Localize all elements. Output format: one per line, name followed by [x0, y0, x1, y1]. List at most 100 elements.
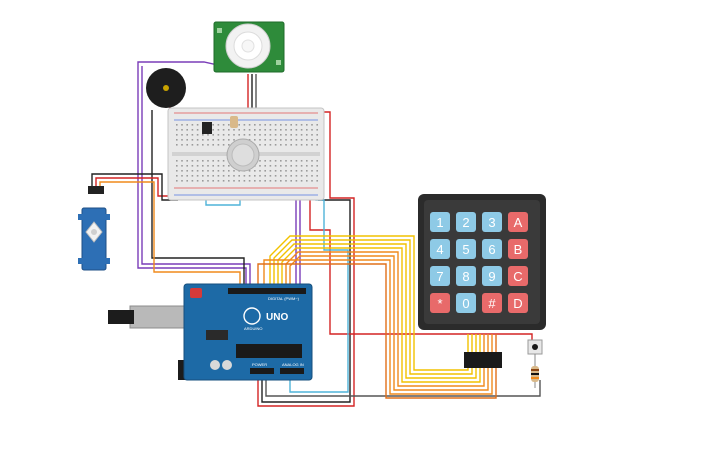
breadboard-hole: [212, 139, 214, 141]
breadboard-hole: [290, 144, 292, 146]
breadboard-hole: [181, 170, 183, 172]
breadboard-hole: [306, 175, 308, 177]
breadboard-hole: [181, 134, 183, 136]
breadboard-hole: [243, 134, 246, 136]
breadboard-hole: [316, 180, 318, 182]
breadboard-hole: [300, 144, 303, 146]
pushbutton[interactable]: [527, 339, 543, 355]
reset-button[interactable]: [190, 288, 202, 298]
gas-sensor-mesh: [231, 143, 255, 167]
breadboard[interactable]: [167, 107, 325, 201]
breadboard-hole: [212, 175, 214, 177]
breadboard-hole: [274, 160, 277, 162]
wire-key-2: [273, 239, 473, 375]
pir-sensor[interactable]: [213, 21, 285, 73]
breadboard-hole: [228, 124, 230, 126]
keypad-key-B[interactable]: [508, 239, 528, 259]
keypad-key-star[interactable]: [430, 293, 450, 313]
keypad-key-label: B: [514, 242, 523, 257]
bb-resistor[interactable]: [230, 116, 238, 128]
breadboard-hole: [280, 170, 282, 172]
breadboard-hole: [290, 170, 292, 172]
analog-header: [280, 368, 304, 374]
keypad-key-1[interactable]: [430, 212, 450, 232]
breadboard-hole: [290, 165, 292, 167]
micro-servo[interactable]: [78, 186, 110, 271]
breadboard-hole: [228, 139, 230, 141]
breadboard-hole: [228, 175, 230, 177]
breadboard-hole: [212, 129, 214, 131]
breadboard-hole: [212, 160, 214, 162]
breadboard-hole: [238, 175, 240, 177]
keypad-key-5[interactable]: [456, 239, 476, 259]
keypad-key-2[interactable]: [456, 212, 476, 232]
transistor[interactable]: [202, 122, 212, 134]
wire-servo-red: [95, 177, 178, 197]
breadboard-hole: [285, 160, 287, 162]
breadboard-hole: [269, 170, 272, 172]
resistor-band-3: [531, 377, 539, 379]
keypad-key-C[interactable]: [508, 266, 528, 286]
breadboard-hole: [233, 170, 235, 172]
breadboard-hole: [285, 170, 287, 172]
breadboard-hole: [259, 165, 261, 167]
breadboard-hole: [196, 134, 199, 136]
breadboard-hole: [280, 175, 282, 177]
keypad-key-label: 7: [436, 269, 443, 284]
keypad-key-8[interactable]: [456, 266, 476, 286]
breadboard-hole: [290, 139, 292, 141]
breadboard-hole: [191, 180, 194, 182]
keypad-key-0[interactable]: [456, 293, 476, 313]
keypad-key-4[interactable]: [430, 239, 450, 259]
arduino-brand-label: UNO: [266, 312, 288, 323]
breadboard-hole: [274, 139, 277, 141]
breadboard-hole: [311, 170, 313, 172]
breadboard-hole: [259, 180, 261, 182]
servo-tab-top: [78, 214, 110, 220]
resistor-band-2: [531, 373, 539, 375]
piezo-buzzer[interactable]: [146, 68, 186, 108]
breadboard-hole: [186, 144, 188, 146]
breadboard-hole: [207, 165, 209, 167]
breadboard-hole: [186, 175, 188, 177]
keypad-key-hash[interactable]: [482, 293, 502, 313]
breadboard-hole: [264, 144, 266, 146]
breadboard-hole: [207, 144, 209, 146]
keypad-key-label: 0: [462, 296, 469, 311]
breadboard-hole: [290, 129, 292, 131]
breadboard-hole: [243, 180, 246, 182]
breadboard-hole: [176, 165, 178, 167]
pir-screw-l: [217, 28, 222, 33]
breadboard-hole: [228, 165, 230, 167]
breadboard-hole: [285, 134, 287, 136]
breadboard-hole: [295, 124, 298, 126]
breadboard-hole: [295, 170, 298, 172]
breadboard-hole: [306, 180, 308, 182]
keypad-key-3[interactable]: [482, 212, 502, 232]
breadboard-hole: [217, 175, 220, 177]
breadboard-hole: [202, 165, 204, 167]
keypad-key-7[interactable]: [430, 266, 450, 286]
keypad-key-6[interactable]: [482, 239, 502, 259]
breadboard-hole: [191, 139, 194, 141]
breadboard-hole: [316, 175, 318, 177]
usb-chip: [206, 330, 228, 340]
keypad-key-D[interactable]: [508, 293, 528, 313]
keypad-key-9[interactable]: [482, 266, 502, 286]
breadboard-hole: [269, 175, 272, 177]
keypad-key-A[interactable]: [508, 212, 528, 232]
breadboard-hole: [217, 180, 220, 182]
keypad-key-label: 1: [436, 215, 443, 230]
resistor[interactable]: [531, 354, 539, 388]
breadboard-hole: [191, 134, 194, 136]
arduino-uno[interactable]: UNO ARDUINO DIGITAL (PWM~) POWER ANALOG …: [108, 283, 313, 381]
breadboard-hole: [191, 175, 194, 177]
breadboard-hole: [306, 160, 308, 162]
breadboard-hole: [196, 139, 199, 141]
breadboard-hole: [295, 129, 298, 131]
breadboard-hole: [191, 160, 194, 162]
breadboard-hole: [264, 124, 266, 126]
breadboard-hole: [207, 180, 209, 182]
breadboard-hole: [217, 170, 220, 172]
